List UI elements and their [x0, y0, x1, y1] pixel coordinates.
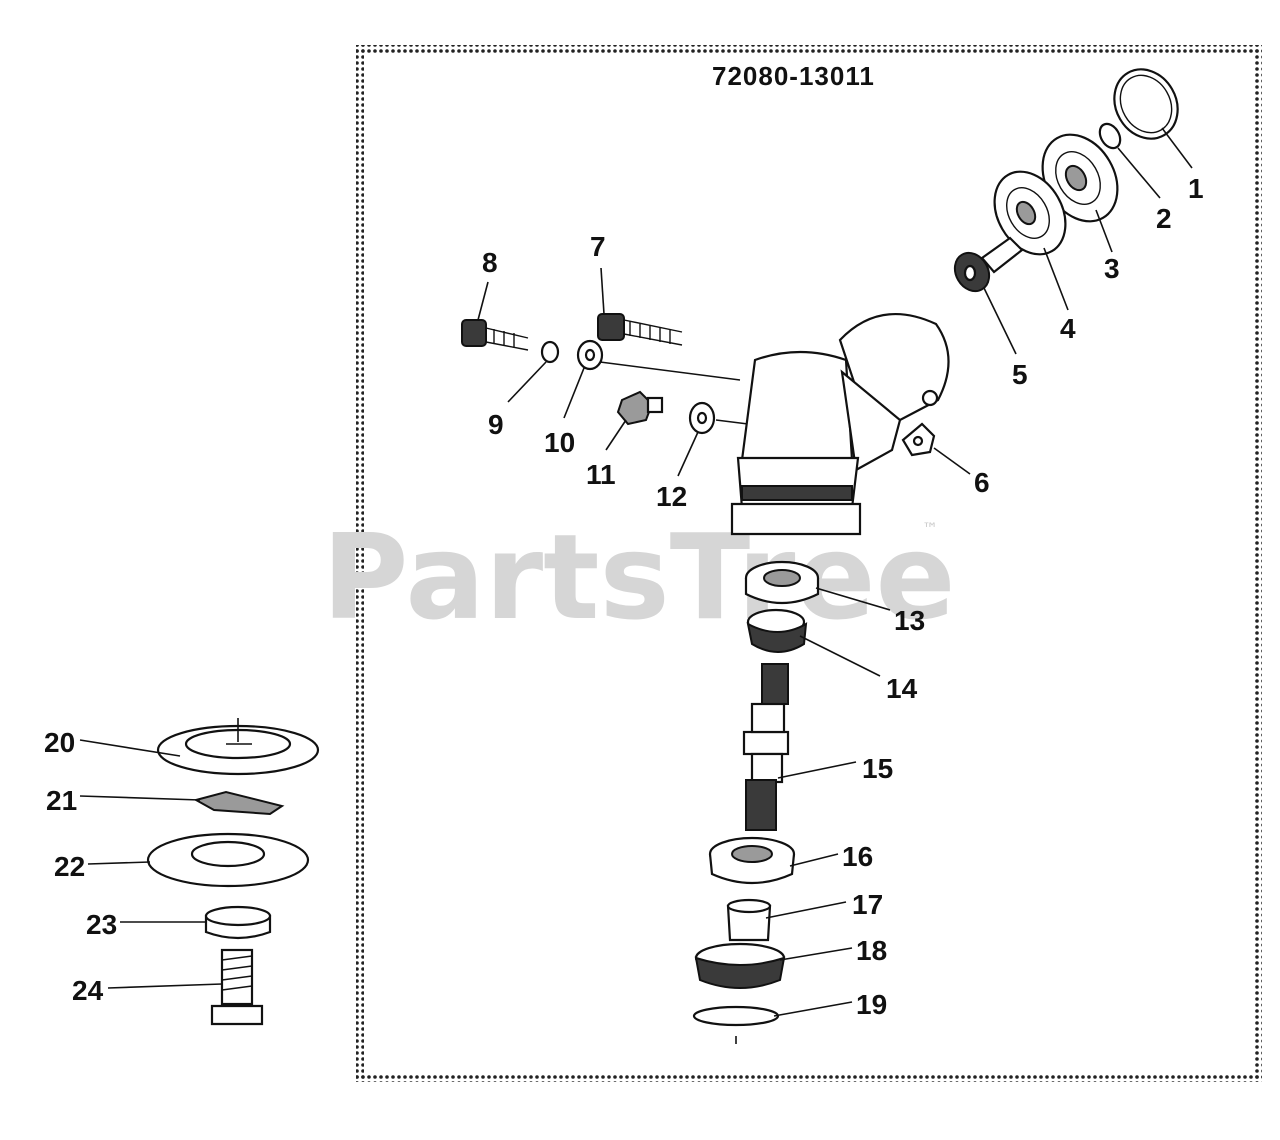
callout-16[interactable]: 16 [842, 841, 873, 872]
part-small-ring[interactable] [1096, 120, 1125, 152]
part-blade-bolt[interactable] [210, 948, 264, 1026]
part-output-shaft[interactable] [742, 663, 790, 831]
callout-2[interactable]: 2 [1156, 203, 1172, 234]
diagram-frame [356, 45, 1262, 1082]
callout-24[interactable]: 24 [72, 975, 104, 1006]
callout-15[interactable]: 15 [862, 753, 893, 784]
callout-17[interactable]: 17 [852, 889, 883, 920]
part-ball-bearing[interactable] [980, 159, 1079, 267]
part-snap-ring[interactable] [1102, 58, 1190, 150]
callout-1[interactable]: 1 [1188, 173, 1204, 204]
part-pinion-gear[interactable] [948, 236, 1024, 297]
callout-9[interactable]: 9 [488, 409, 504, 440]
part-spacer-plate[interactable] [193, 790, 285, 816]
part-needle-bearing[interactable] [744, 560, 820, 604]
part-holder-cover[interactable] [146, 832, 310, 888]
watermark-trademark: ™ [922, 519, 938, 538]
callout-18[interactable]: 18 [856, 935, 887, 966]
callout-14[interactable]: 14 [886, 673, 918, 704]
callout-4[interactable]: 4 [1060, 313, 1076, 344]
part-blade-holder[interactable] [156, 718, 320, 776]
callout-19[interactable]: 19 [856, 989, 887, 1020]
callout-12[interactable]: 12 [656, 481, 687, 512]
part-oil-seal[interactable] [694, 942, 786, 989]
callout-11[interactable]: 11 [586, 459, 616, 490]
part-washer[interactable] [688, 401, 716, 435]
callout-23[interactable]: 23 [86, 909, 117, 940]
part-bevel-gear[interactable] [746, 608, 808, 653]
part-tab-washer[interactable] [901, 422, 936, 457]
callout-6[interactable]: 6 [974, 467, 990, 498]
assembly-number: 72080-13011 [712, 61, 875, 91]
callout-3[interactable]: 3 [1104, 253, 1120, 284]
part-bolt-long[interactable] [597, 313, 683, 346]
leader-lines [79, 127, 1193, 1017]
part-flat-washer[interactable] [576, 339, 604, 371]
callout-21[interactable]: 21 [46, 785, 77, 816]
gear-case-housing[interactable] [599, 312, 950, 536]
part-collar[interactable] [726, 898, 772, 942]
part-bolt-short[interactable] [461, 319, 529, 351]
callout-20[interactable]: 20 [44, 727, 75, 758]
part-lock-washer[interactable] [540, 340, 560, 364]
callout-5[interactable]: 5 [1012, 359, 1028, 390]
part-nut[interactable] [616, 390, 664, 426]
part-ball-bearing-lower[interactable] [708, 836, 796, 885]
callout-labels: 1 2 3 4 5 6 7 8 9 10 11 12 13 14 15 16 1… [44, 173, 1204, 1020]
part-spacer-nut[interactable] [204, 905, 272, 940]
callout-10[interactable]: 10 [544, 427, 575, 458]
part-retaining-ring[interactable] [692, 1005, 780, 1044]
callout-22[interactable]: 22 [54, 851, 85, 882]
callout-7[interactable]: 7 [590, 231, 606, 262]
callout-13[interactable]: 13 [894, 605, 925, 636]
callout-8[interactable]: 8 [482, 247, 498, 278]
